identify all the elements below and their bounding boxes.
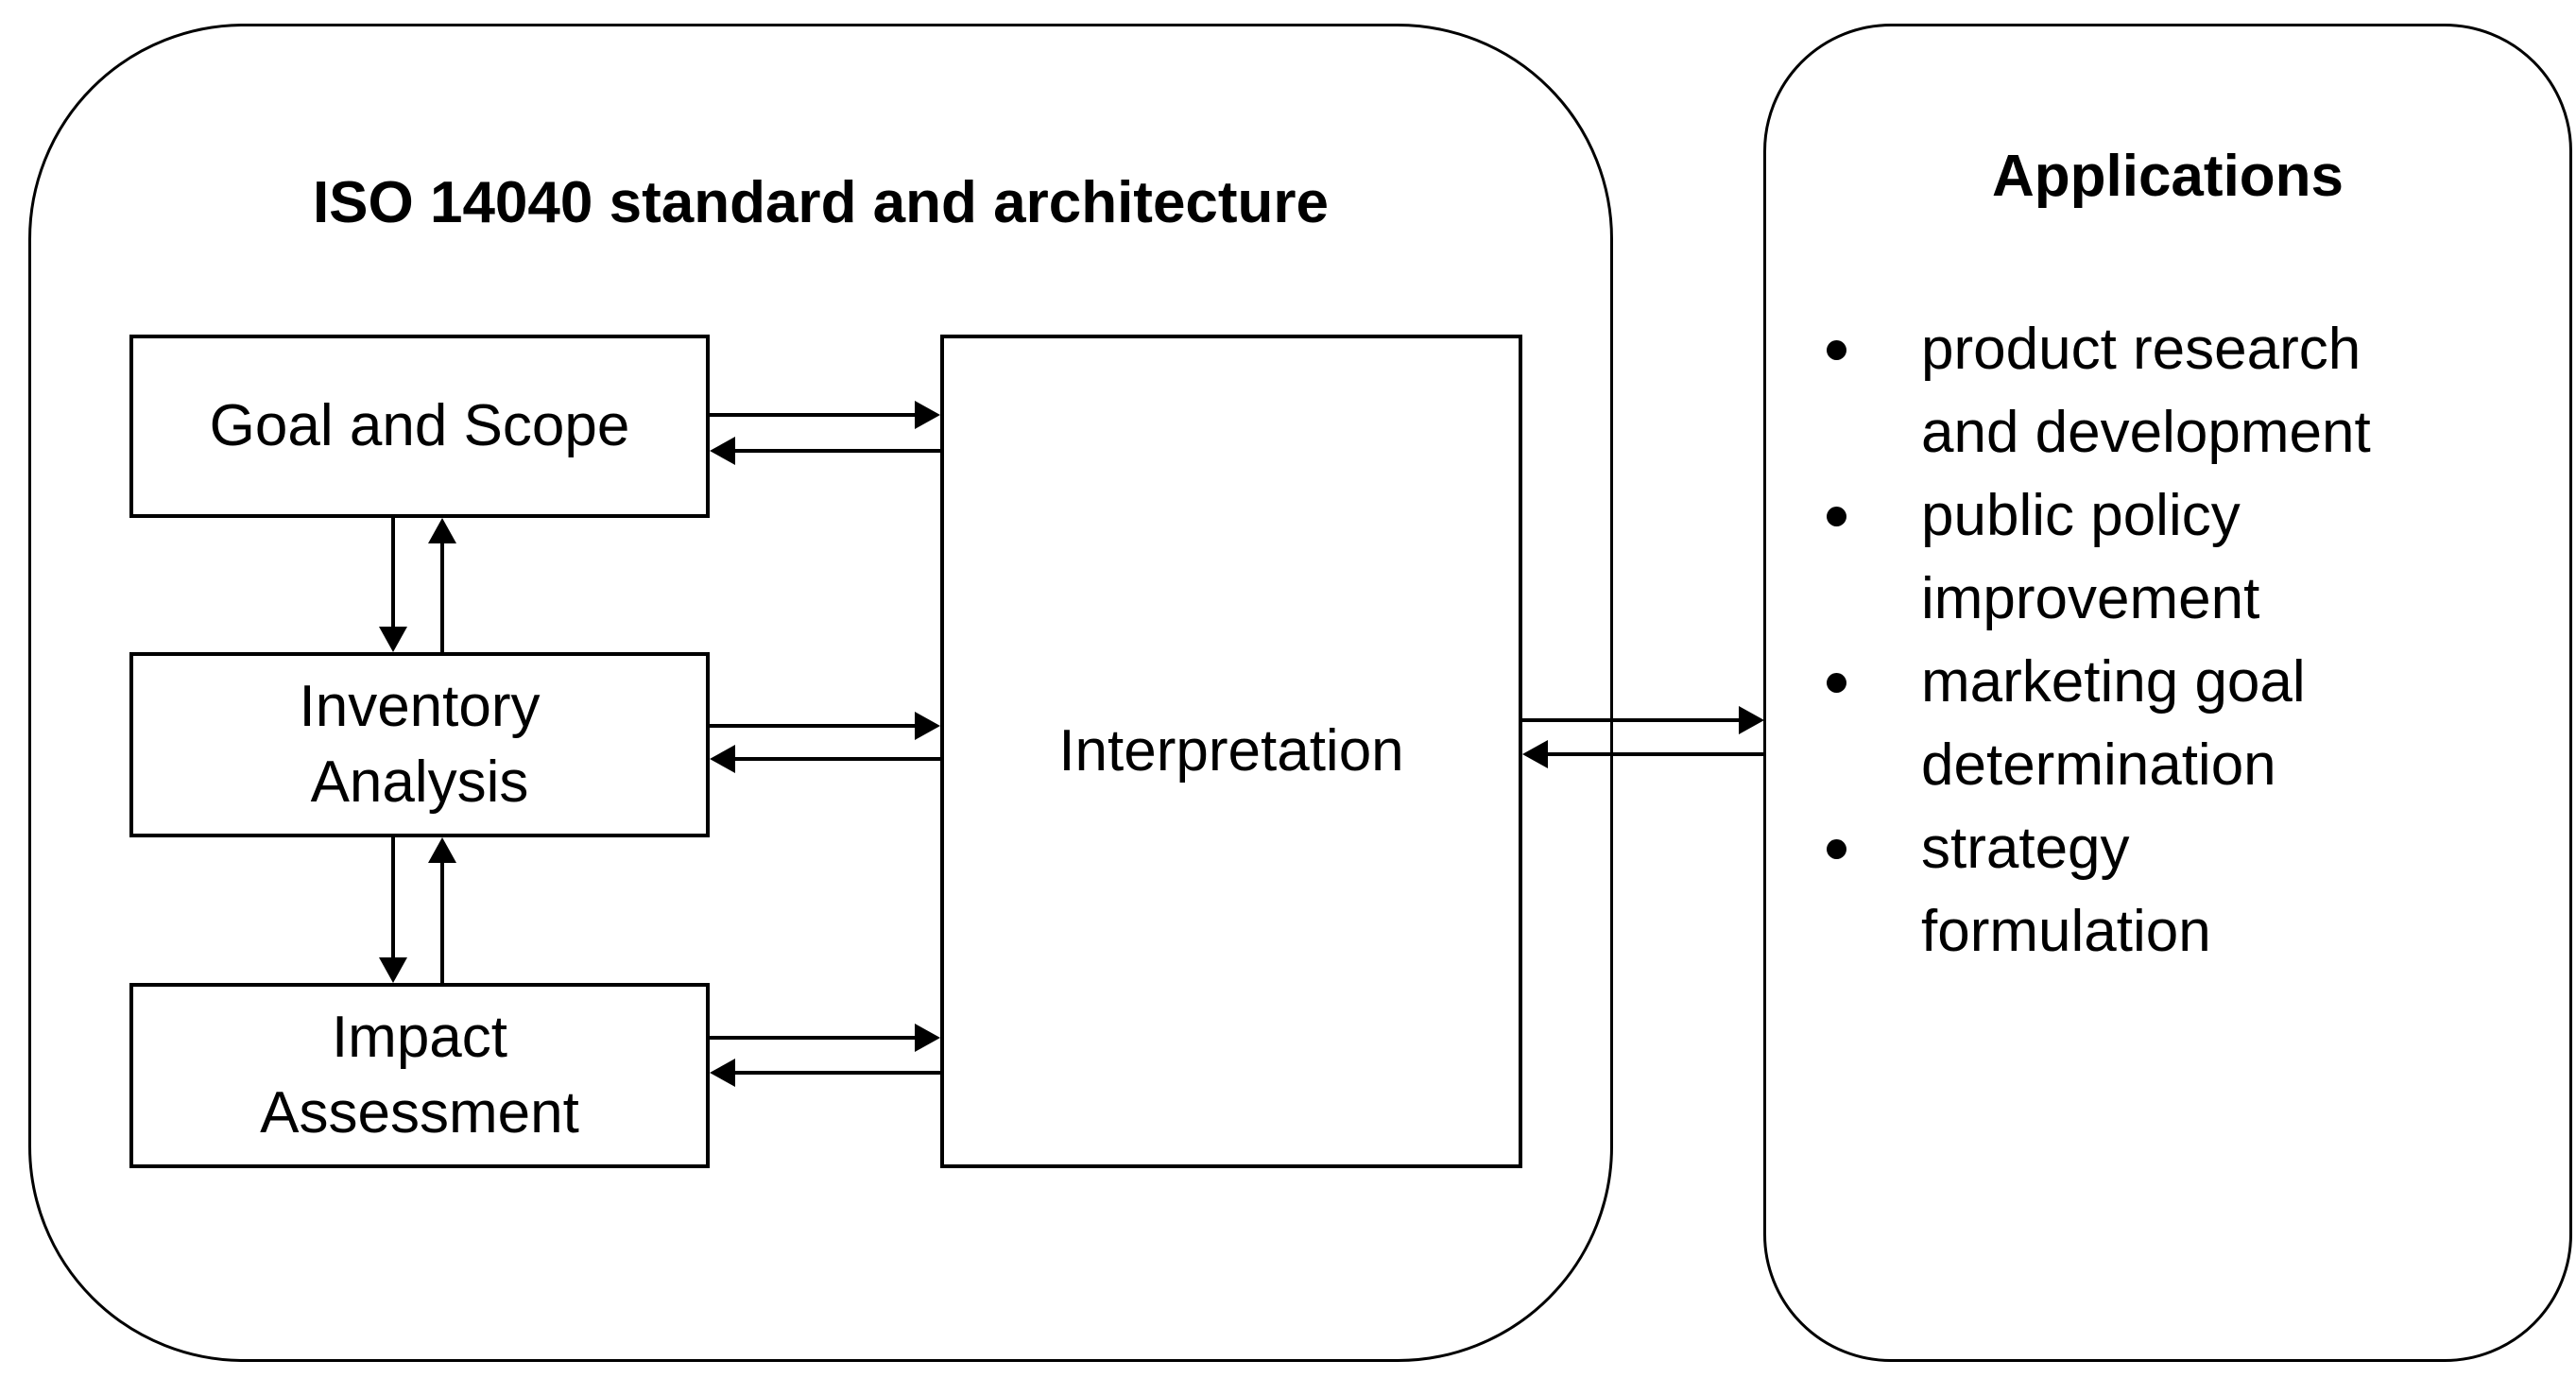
arrowhead-left-icon [1522, 740, 1548, 768]
inventory-analysis-label: Inventory Analysis [299, 674, 541, 815]
arrow-goal-to-interpretation [710, 401, 940, 429]
list-item: public policy improvement [1827, 474, 2422, 641]
arrowhead-right-icon [1739, 706, 1764, 734]
arrowhead-right-icon [915, 1024, 940, 1052]
arrow-interpretation-to-goal [710, 437, 940, 465]
bullet-icon [1827, 673, 1846, 693]
arrow-applications-to-interpretation [1522, 740, 1764, 768]
applications-list: product research and development public … [1827, 308, 2422, 973]
bullet-icon [1827, 340, 1846, 360]
arrow-goal-to-inventory [379, 518, 407, 652]
arrowhead-left-icon [710, 437, 735, 465]
inventory-analysis-box: Inventory Analysis [129, 652, 710, 837]
arrowhead-left-icon [710, 1059, 735, 1087]
arrowhead-down-icon [379, 957, 407, 983]
impact-assessment-box: Impact Assessment [129, 983, 710, 1168]
arrow-line [391, 518, 395, 629]
goal-and-scope-label: Goal and Scope [209, 393, 630, 458]
arrowhead-right-icon [915, 401, 940, 429]
interpretation-label: Interpretation [1058, 718, 1404, 784]
bullet-text: marketing goal determination [1921, 649, 2306, 798]
arrow-impact-to-inventory [428, 837, 456, 983]
goal-and-scope-box: Goal and Scope [129, 335, 710, 518]
arrow-line [1545, 752, 1764, 756]
arrow-line [732, 757, 940, 761]
arrow-line [732, 1071, 940, 1075]
list-item: product research and development [1827, 308, 2422, 474]
arrow-line [440, 541, 444, 652]
list-item: strategy formulation [1827, 807, 2422, 973]
arrow-line [440, 860, 444, 983]
applications-panel [1763, 24, 2572, 1362]
bullet-text: product research and development [1921, 317, 2371, 465]
arrow-line [1522, 718, 1742, 722]
bullet-icon [1827, 839, 1846, 859]
iso-panel-title: ISO 14040 standard and architecture [312, 170, 1330, 235]
arrow-interpretation-to-impact [710, 1059, 940, 1087]
arrowhead-right-icon [915, 712, 940, 740]
bullet-text: public policy improvement [1921, 483, 2260, 631]
arrow-interpretation-to-applications [1522, 706, 1764, 734]
arrow-interpretation-to-inventory [710, 745, 940, 773]
arrow-impact-to-interpretation [710, 1024, 940, 1052]
arrow-inventory-to-goal [428, 518, 456, 652]
arrowhead-up-icon [428, 837, 456, 863]
bullet-text: strategy formulation [1921, 816, 2211, 964]
interpretation-box: Interpretation [940, 335, 1522, 1168]
arrow-line [710, 1036, 918, 1040]
arrow-line [732, 449, 940, 453]
arrow-line [391, 837, 395, 960]
arrowhead-left-icon [710, 745, 735, 773]
arrow-line [710, 413, 918, 417]
arrowhead-up-icon [428, 518, 456, 543]
impact-assessment-label: Impact Assessment [260, 1005, 579, 1145]
arrow-inventory-to-impact [379, 837, 407, 983]
list-item: marketing goal determination [1827, 641, 2422, 807]
arrowhead-down-icon [379, 627, 407, 652]
arrow-line [710, 724, 918, 728]
applications-title: Applications [1991, 144, 2344, 209]
arrow-inventory-to-interpretation [710, 712, 940, 740]
bullet-icon [1827, 507, 1846, 526]
